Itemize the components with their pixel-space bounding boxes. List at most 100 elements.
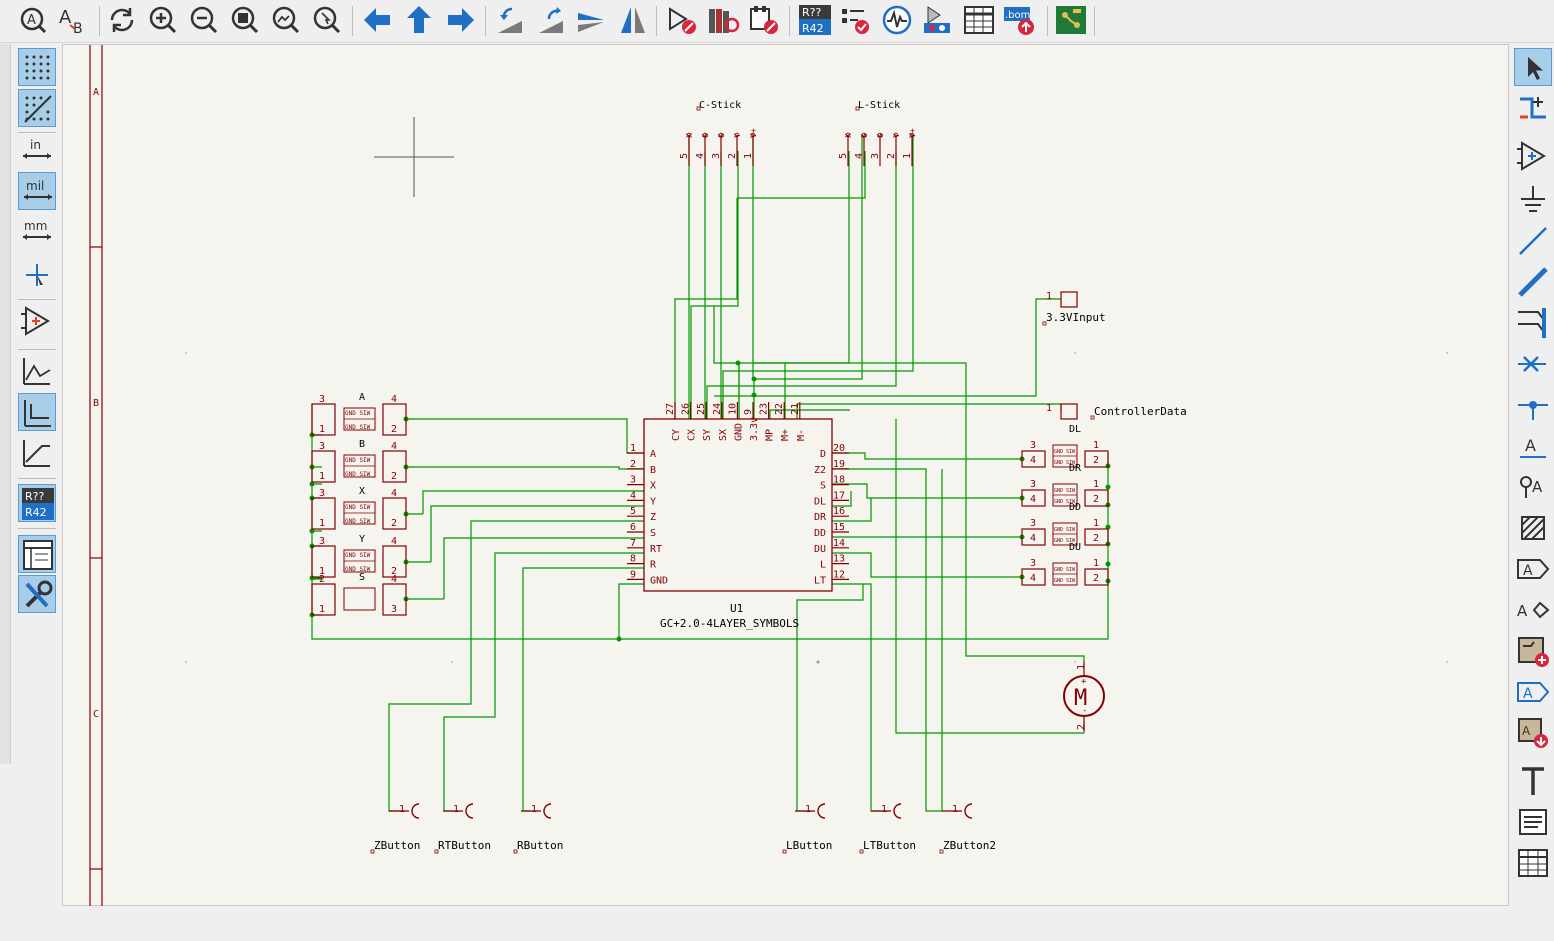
u1-pin-number: 24 bbox=[712, 403, 723, 415]
add-bus-entry-icon[interactable] bbox=[1514, 304, 1552, 342]
grid-dots bbox=[185, 352, 1448, 664]
simulator-icon[interactable] bbox=[879, 3, 915, 37]
add-symbol-icon[interactable] bbox=[1514, 137, 1552, 175]
units-mm-icon[interactable]: mm bbox=[18, 213, 56, 251]
zoom-objects-icon[interactable] bbox=[268, 3, 304, 37]
symbol-editor-icon[interactable] bbox=[664, 3, 700, 37]
grid-toggle-icon[interactable] bbox=[18, 48, 56, 86]
annotate-auto-icon[interactable]: R?? R42 bbox=[18, 484, 56, 522]
find-icon[interactable]: A bbox=[15, 3, 51, 37]
add-power-icon[interactable] bbox=[1514, 181, 1552, 219]
cstick-pin-name: G bbox=[717, 133, 726, 138]
properties-panel-icon[interactable] bbox=[18, 575, 56, 613]
add-wire-icon[interactable] bbox=[1514, 222, 1552, 260]
hidden-pins-icon[interactable] bbox=[18, 302, 56, 340]
motor-symbol[interactable]: M + - 1 2 bbox=[1063, 661, 1105, 731]
highlight-net-icon[interactable] bbox=[1514, 89, 1552, 127]
switch-inner-label: GND SIW bbox=[1054, 499, 1076, 505]
mirror-vertical-icon[interactable] bbox=[574, 3, 610, 37]
zoom-fit-icon[interactable] bbox=[227, 3, 263, 37]
line-mode-90-icon[interactable] bbox=[18, 393, 56, 431]
add-global-label-icon[interactable]: A bbox=[1514, 550, 1552, 588]
select-arrow-icon[interactable] bbox=[1514, 48, 1552, 86]
cursor-crosshair-icon[interactable] bbox=[18, 256, 56, 294]
bom-icon[interactable]: .bom bbox=[1002, 3, 1038, 37]
switch-pin-number: 4 bbox=[391, 441, 397, 452]
add-junction-icon[interactable] bbox=[1514, 386, 1552, 424]
import-sheet-pin-icon[interactable]: A bbox=[1514, 714, 1552, 752]
add-hier-label-icon[interactable]: A bbox=[1514, 591, 1552, 629]
no-connect-icon[interactable] bbox=[1514, 345, 1552, 383]
svg-text:mil: mil bbox=[26, 179, 44, 193]
annotate-icon[interactable]: R?? R42 bbox=[797, 3, 833, 37]
up-arrow-icon[interactable] bbox=[401, 3, 437, 37]
netlist-icon[interactable] bbox=[920, 3, 956, 37]
cstick-pin-number: 2 bbox=[727, 153, 738, 159]
switch-pin-number: 3 bbox=[391, 604, 397, 615]
add-bus-icon[interactable] bbox=[1514, 263, 1552, 301]
test-point-label: LButton bbox=[786, 839, 832, 852]
line-mode-45-icon[interactable] bbox=[18, 434, 56, 472]
units-inches-icon[interactable]: in bbox=[18, 132, 56, 170]
overridden-grid-icon[interactable] bbox=[18, 89, 56, 127]
add-rule-area-icon[interactable] bbox=[1514, 509, 1552, 547]
switch-pin-number: 2 bbox=[391, 566, 397, 577]
svg-text:A: A bbox=[1517, 602, 1528, 620]
footprint-assign-icon[interactable] bbox=[746, 3, 782, 37]
pcb-editor-icon[interactable] bbox=[1053, 3, 1089, 37]
mirror-horizontal-icon[interactable] bbox=[615, 3, 651, 37]
add-table-icon[interactable] bbox=[1514, 844, 1552, 882]
erc-icon[interactable] bbox=[838, 3, 874, 37]
add-sheet-pin-icon[interactable]: A bbox=[1514, 673, 1552, 711]
forward-arrow-icon[interactable] bbox=[442, 3, 478, 37]
back-arrow-icon[interactable] bbox=[360, 3, 396, 37]
cstick-pin-number: 5 bbox=[679, 153, 690, 159]
u1-pin-number: 18 bbox=[833, 475, 845, 486]
u1-reference: U1 bbox=[730, 602, 743, 615]
conn-data[interactable]: 1 ControllerData bbox=[1046, 403, 1187, 420]
units-mils-icon[interactable]: mil bbox=[18, 172, 56, 210]
u1-pin-number: 7 bbox=[630, 538, 636, 549]
zoom-selection-icon[interactable] bbox=[309, 3, 345, 37]
switch-pin-number: 3 bbox=[319, 488, 325, 499]
svg-text:A: A bbox=[1532, 478, 1543, 496]
zoom-out-icon[interactable] bbox=[186, 3, 222, 37]
hierarchy-navigator-icon[interactable] bbox=[18, 535, 56, 573]
refresh-icon[interactable] bbox=[104, 3, 140, 37]
svg-text:B: B bbox=[73, 21, 83, 37]
add-label-icon[interactable]: A bbox=[1514, 427, 1552, 465]
conn-3v3[interactable]: 1 3.3VInput bbox=[1042, 291, 1106, 326]
rotate-cw-icon[interactable] bbox=[533, 3, 569, 37]
add-text-icon[interactable] bbox=[1514, 762, 1552, 800]
rotate-ccw-icon[interactable] bbox=[492, 3, 528, 37]
switch-pin-number: 4 bbox=[391, 488, 397, 499]
schematic-canvas[interactable]: A B C bbox=[62, 44, 1509, 907]
zoom-in-icon[interactable] bbox=[145, 3, 181, 37]
symbol-browser-icon[interactable] bbox=[705, 3, 741, 37]
field-editor-icon[interactable] bbox=[961, 3, 997, 37]
line-mode-free-icon[interactable] bbox=[18, 352, 56, 390]
add-textbox-icon[interactable] bbox=[1514, 803, 1552, 841]
vertical-scrollbar[interactable] bbox=[0, 44, 11, 764]
add-sheet-icon[interactable] bbox=[1514, 632, 1552, 670]
add-net-class-icon[interactable]: A bbox=[1514, 468, 1552, 506]
